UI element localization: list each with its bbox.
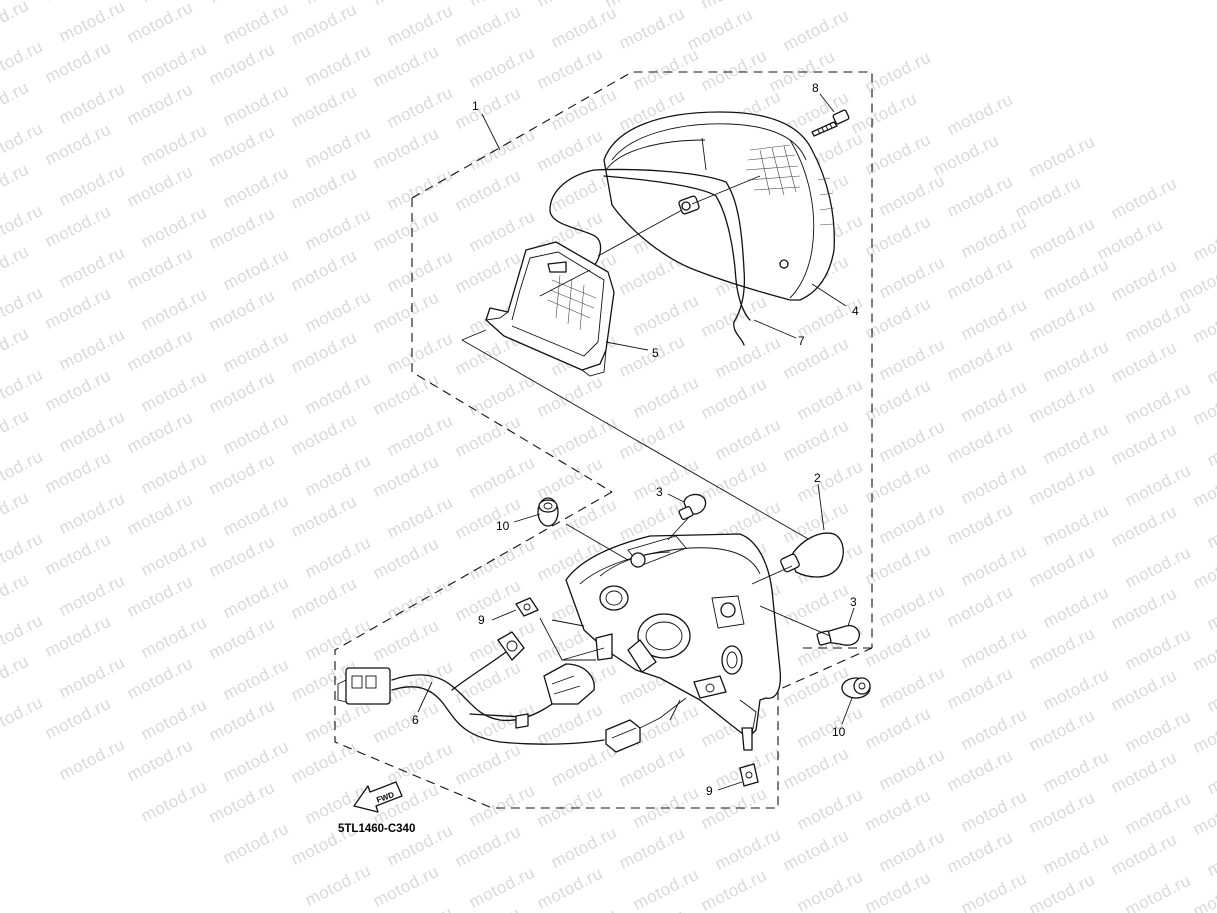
lower-leader-lines	[539, 515, 831, 729]
housing-part-5	[485, 241, 615, 377]
assembly-lower-boundary	[334, 491, 873, 809]
grommet-part-10-upper	[537, 497, 559, 527]
lead-wire-part-7-b	[603, 175, 751, 321]
callout-2: 2	[814, 471, 821, 485]
callout-10-upper: 10	[496, 519, 510, 533]
callout-4: 4	[852, 304, 859, 318]
lens-part-4	[603, 111, 835, 301]
grommet-part-10-lower	[841, 677, 871, 699]
screw-part-8	[811, 109, 850, 137]
fwd-arrow-icon: FWD	[353, 781, 403, 813]
bulb-part-3-upper	[678, 493, 707, 521]
wire-socket	[678, 195, 700, 215]
callout-7: 7	[798, 334, 805, 348]
assembly-1-boundary	[411, 71, 873, 649]
clip-part-9-upper	[515, 597, 539, 617]
callout-5: 5	[652, 346, 659, 360]
callout-10-lower: 10	[832, 725, 846, 739]
clip-part-9-lower	[739, 763, 759, 787]
callout-3-lower: 3	[850, 595, 857, 609]
wire-harness-part-6	[337, 631, 641, 753]
lens-to-socket-line	[597, 209, 683, 257]
drawing-code: 5TL1460-C340	[338, 823, 415, 835]
lead-wire-part-7	[549, 168, 746, 346]
callout-leaders	[417, 93, 855, 791]
callout-3-upper: 3	[656, 485, 663, 499]
callout-9-upper: 9	[478, 613, 485, 627]
socket-axis-line	[691, 175, 761, 205]
bulb-part-3-lower	[816, 625, 860, 646]
callout-8: 8	[812, 81, 819, 95]
callout-1: 1	[472, 99, 479, 113]
callout-6: 6	[412, 713, 419, 727]
callout-9-lower: 9	[706, 784, 713, 798]
bulb-part-2	[780, 532, 844, 578]
base-bracket	[565, 533, 782, 751]
housing-to-base-line	[461, 329, 811, 541]
housing-axis-line	[539, 269, 591, 297]
